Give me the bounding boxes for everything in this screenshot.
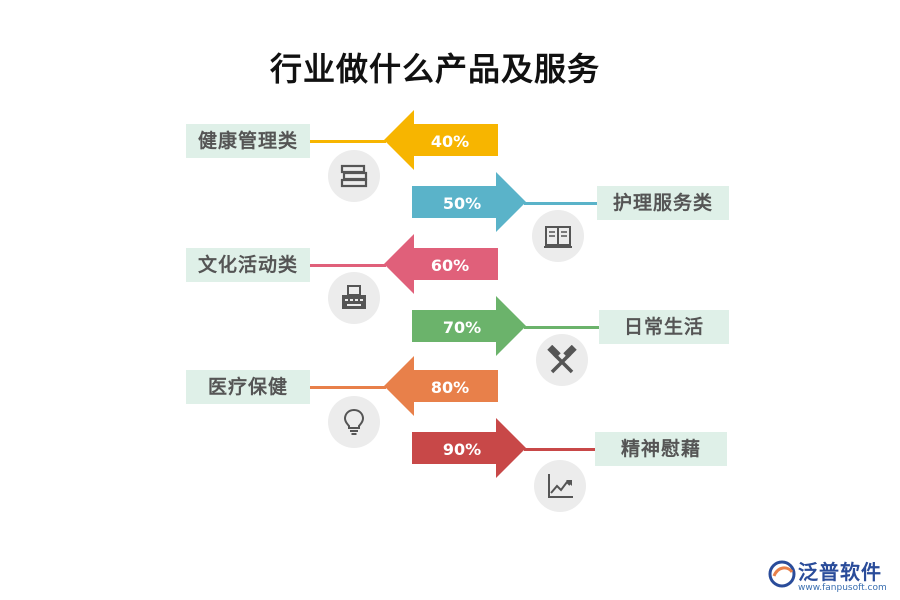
diagram-title: 行业做什么产品及服务 — [269, 50, 600, 88]
connector-line — [310, 386, 386, 389]
percent-label: 60% — [430, 256, 470, 275]
connector-line — [310, 140, 386, 143]
item-label: 日常生活 — [599, 310, 729, 344]
item-row-spiritual-comfort: 90% 精神慰藉 — [0, 418, 900, 512]
connector-line — [524, 448, 596, 451]
open-book-icon — [544, 226, 572, 248]
icon-circle — [328, 272, 380, 324]
crossed-hammers-icon — [547, 345, 577, 374]
logo-name: 泛普软件 — [798, 560, 882, 584]
percent-label: 50% — [442, 194, 482, 213]
item-row-medical-care: 医疗保健 80% — [0, 356, 900, 448]
arrow-left-shape: 40% — [384, 110, 498, 170]
percent-label: 70% — [442, 318, 482, 337]
logo-url: www.fanpusoft.com — [798, 583, 887, 593]
icon-circle — [534, 460, 586, 512]
item-label: 精神慰藉 — [595, 432, 727, 466]
brand-logo: 泛普软件 www.fanpusoft.com — [768, 556, 894, 596]
icon-circle — [328, 396, 380, 448]
item-label: 文化活动类 — [186, 248, 310, 282]
item-row-nursing-service: 50% 护理服务类 — [0, 172, 900, 262]
connector-line — [524, 202, 598, 205]
line-chart-icon — [548, 474, 573, 498]
item-row-daily-life: 70% 日常生活 — [0, 296, 900, 386]
icon-circle — [536, 334, 588, 386]
lightbulb-icon — [343, 408, 365, 435]
item-row-health-management: 健康管理类 40% — [0, 110, 900, 202]
item-label: 健康管理类 — [186, 124, 310, 158]
item-row-cultural-activity: 文化活动类 60% — [0, 234, 900, 324]
item-label: 护理服务类 — [597, 186, 729, 220]
connector-line — [310, 264, 386, 267]
item-label: 医疗保健 — [186, 370, 310, 404]
percent-label: 90% — [442, 440, 482, 459]
icon-circle — [532, 210, 584, 262]
arrow-right-shape: 50% — [412, 172, 526, 232]
arrow-right-shape: 70% — [412, 296, 526, 356]
percent-label: 40% — [430, 132, 470, 151]
typewriter-icon — [342, 285, 366, 309]
percent-label: 80% — [430, 378, 470, 397]
arrow-right-shape: 90% — [412, 418, 526, 478]
icon-circle — [328, 150, 380, 202]
connector-line — [524, 326, 600, 329]
books-icon — [340, 164, 368, 188]
logo-mark-icon — [768, 560, 796, 588]
arrow-left-shape: 60% — [384, 234, 498, 294]
arrow-left-shape: 80% — [384, 356, 498, 416]
